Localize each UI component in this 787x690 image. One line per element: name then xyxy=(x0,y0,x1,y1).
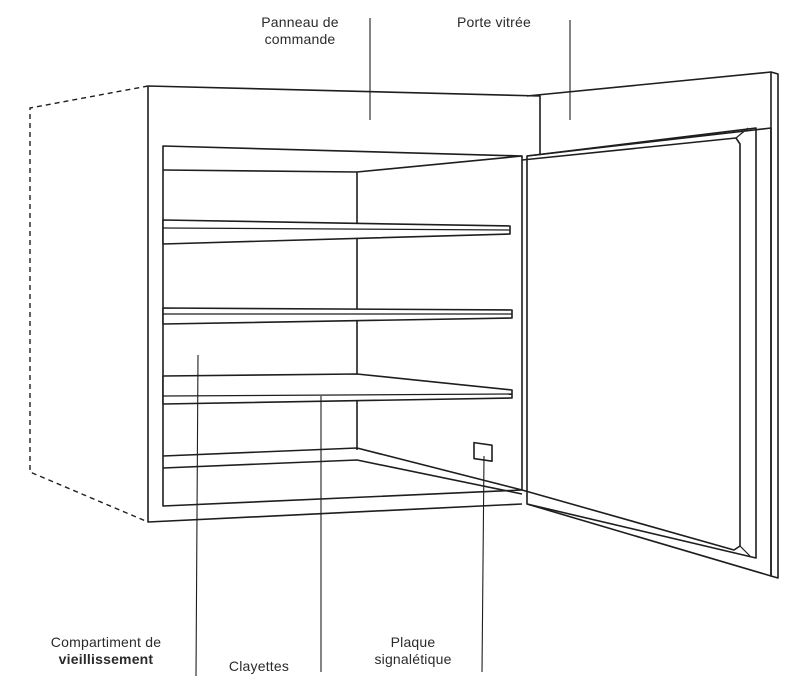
leader-aging-compartment xyxy=(195,354,199,677)
label-glass-door: Porte vitrée xyxy=(432,14,556,31)
shelf-middle xyxy=(162,307,513,325)
label-aging-compartment: Compartiment de vieillissement xyxy=(18,634,194,668)
cabinet-back-outline xyxy=(29,85,149,523)
door-glass-bevel xyxy=(735,127,751,557)
shelf-bottom xyxy=(162,373,513,405)
interior-opening xyxy=(162,145,523,507)
door-frame-inner xyxy=(526,127,757,559)
label-rating-plate: Plaque signalétique xyxy=(348,634,478,668)
interior-ceiling xyxy=(162,155,523,173)
door-top-edge xyxy=(526,71,779,579)
label-aging-compartment-line2: vieillissement xyxy=(58,651,154,667)
cabinet-outer-frame xyxy=(147,85,541,523)
interior-floor xyxy=(162,447,523,495)
glass-door-shape xyxy=(526,127,772,577)
label-control-panel-line1: Panneau de xyxy=(261,14,339,30)
leader-rating-plate xyxy=(481,455,485,673)
label-aging-compartment-line1: Compartiment de xyxy=(50,634,162,650)
label-rating-plate-line2: signalétique xyxy=(374,651,452,667)
label-rating-plate-line1: Plaque xyxy=(390,634,436,650)
shelf-bottom-edge xyxy=(162,393,513,397)
label-control-panel: Panneau de commande xyxy=(238,14,362,48)
door-glass-pane xyxy=(521,137,741,551)
rating-plate-shape xyxy=(473,441,493,462)
shelf-top xyxy=(162,219,511,245)
label-shelves-text: Clayettes xyxy=(228,658,290,674)
label-glass-door-text: Porte vitrée xyxy=(457,14,531,30)
shelf-top-edge xyxy=(162,227,511,231)
label-shelves: Clayettes xyxy=(204,658,314,675)
label-control-panel-line2: commande xyxy=(264,31,336,47)
